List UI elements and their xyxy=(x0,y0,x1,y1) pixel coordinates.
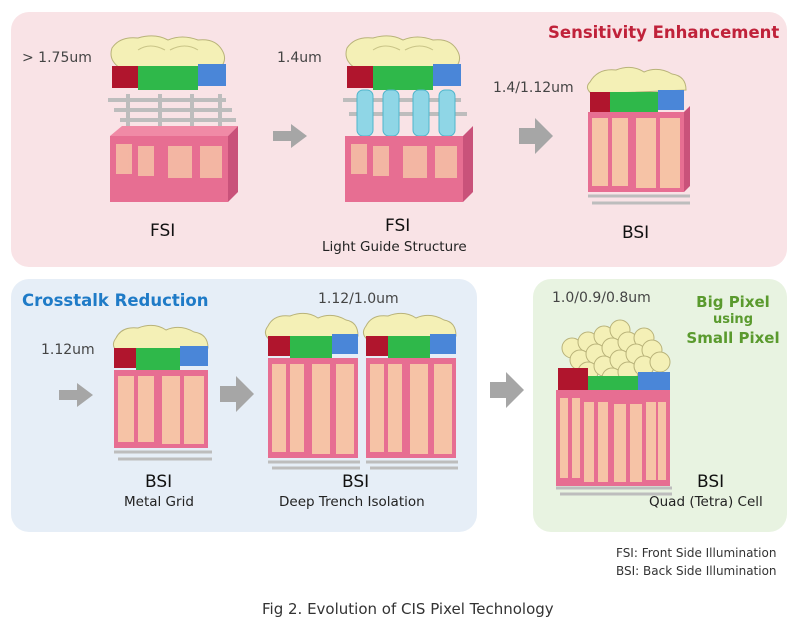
stage4-size-label: 1.12um xyxy=(41,342,95,358)
color-filter xyxy=(366,334,456,358)
stage1-type-label: FSI xyxy=(150,221,176,241)
legend-fsi: FSI: Front Side Illumination xyxy=(616,546,777,560)
legend-bsi: BSI: Back Side Illumination xyxy=(616,564,777,578)
bsi-dti-pixel-illustration-2 xyxy=(362,312,458,470)
stage5-desc-label: Deep Trench Isolation xyxy=(279,494,425,510)
microlens-array xyxy=(110,35,226,69)
stage5-size-label: 1.12/1.0um xyxy=(318,291,399,307)
figure-caption: Fig 2. Evolution of CIS Pixel Technology xyxy=(262,600,554,618)
bigpixel-title-line1: Big Pixel xyxy=(696,293,770,311)
bsi-pixel-illustration xyxy=(586,66,690,205)
photodiodes xyxy=(560,398,666,482)
photodiodes xyxy=(118,376,204,444)
arrow-icon xyxy=(59,383,93,407)
arrow-icon xyxy=(490,372,524,408)
bsi-dti-pixel-illustration-1 xyxy=(264,312,360,470)
fsi-lightguide-pixel-illustration xyxy=(343,35,473,202)
metal-wiring xyxy=(366,460,458,470)
stage1-size-label: > 1.75um xyxy=(22,50,92,66)
metal-wiring xyxy=(114,450,212,461)
photodiodes xyxy=(351,144,457,178)
bigpixel-title-line2: using xyxy=(712,312,753,327)
metal-wiring xyxy=(268,460,360,470)
stage2-size-label: 1.4um xyxy=(277,50,322,66)
metal-wiring xyxy=(556,486,672,496)
stage4-desc-label: Metal Grid xyxy=(124,494,194,510)
sensitivity-title: Sensitivity Enhancement xyxy=(548,23,780,42)
photodiodes xyxy=(592,118,680,188)
arrow-icon xyxy=(519,118,553,154)
stage2-desc-label: Light Guide Structure xyxy=(322,239,467,255)
photodiodes xyxy=(116,144,222,178)
metal-wiring xyxy=(108,94,236,126)
bsi-metal-grid-pixel-illustration xyxy=(112,324,212,461)
stage3-size-label: 1.4/1.12um xyxy=(493,80,574,96)
stage5-type-label: BSI xyxy=(342,472,370,492)
microlens-array xyxy=(345,35,461,69)
color-filter xyxy=(268,334,358,358)
metal-wiring xyxy=(588,194,690,205)
stage6-size-label: 1.0/0.9/0.8um xyxy=(552,290,651,306)
stage4-type-label: BSI xyxy=(145,472,173,492)
bigpixel-title: Big Pixel using Small Pixel xyxy=(678,292,788,348)
stage2-type-label: FSI xyxy=(385,216,411,236)
photodiodes xyxy=(272,364,354,454)
arrow-icon xyxy=(273,124,307,148)
bsi-quad-cell-pixel-illustration xyxy=(556,319,672,496)
color-filter xyxy=(114,346,208,370)
stage6-desc-label: Quad (Tetra) Cell xyxy=(649,494,763,510)
color-filter xyxy=(590,90,684,114)
photodiodes xyxy=(370,364,452,454)
fsi-pixel-illustration xyxy=(108,35,238,202)
crosstalk-title: Crosstalk Reduction xyxy=(22,291,209,310)
stage3-type-label: BSI xyxy=(622,223,650,243)
stage6-type-label: BSI xyxy=(697,472,725,492)
bigpixel-title-line3: Small Pixel xyxy=(686,329,780,347)
arrow-icon xyxy=(220,376,254,412)
light-guide-structure xyxy=(356,89,456,137)
color-filter xyxy=(347,64,461,90)
color-filter xyxy=(112,64,226,90)
